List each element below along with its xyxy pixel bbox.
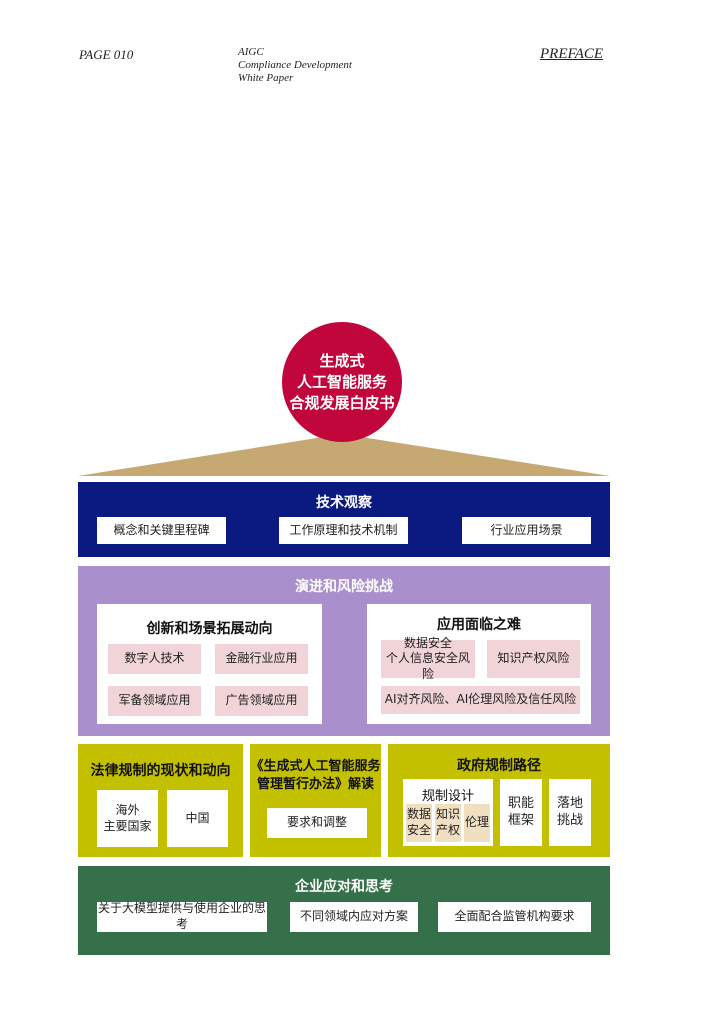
tech-title: 技术观察 xyxy=(316,495,372,511)
center-circle: 生成式 人工智能服务 合规发展白皮书 xyxy=(282,322,402,442)
law-line: 主要国家 xyxy=(103,818,152,833)
gov-line: 职能 xyxy=(507,795,534,811)
doc-title-line: Compliance Development xyxy=(238,59,352,71)
law-title: 法律规制的现状和动向 xyxy=(90,763,231,779)
innovation-title: 创新和场景拓展动向 xyxy=(146,621,273,637)
innovation-item: 金融行业应用 xyxy=(215,644,308,674)
challenge-line: 个人信息安全风险 xyxy=(385,651,470,681)
innovation-item: 军备领域应用 xyxy=(108,686,201,716)
doc-title-line: White Paper xyxy=(238,72,294,84)
gov-title: 政府规制路径 xyxy=(457,758,541,774)
doc-title: AIGC Compliance Development White Paper xyxy=(238,46,352,85)
challenge-item: 数据安全 个人信息安全风险 xyxy=(381,636,475,681)
challenge-line: 数据安全 xyxy=(403,635,452,650)
measures-section: 《生成式人工智能服务 管理暂行办法》解读 要求和调整 xyxy=(250,744,381,857)
enterprise-item: 关于大模型提供与使用企业的思考 xyxy=(97,901,267,932)
tech-item: 工作原理和技术机制 xyxy=(279,517,408,544)
gov-sub-line: 数据 xyxy=(406,807,431,822)
gov-line: 框架 xyxy=(507,812,534,828)
tech-item: 行业应用场景 xyxy=(462,517,591,544)
gov-sub-item: 数据 安全 xyxy=(406,804,432,842)
measures-title-line: 《生成式人工智能服务 xyxy=(250,759,381,774)
circle-line: 人工智能服务 xyxy=(296,372,387,391)
law-item: 中国 xyxy=(167,790,228,847)
gov-sub-line: 知识 xyxy=(435,807,460,822)
enterprise-item: 全面配合监管机构要求 xyxy=(438,902,591,932)
roof-triangle xyxy=(78,434,610,476)
gov-sub-item: 伦理 xyxy=(464,804,490,842)
gov-sub-line: 安全 xyxy=(406,823,431,837)
innovation-panel: 创新和场景拓展动向 数字人技术 金融行业应用 军备领域应用 广告领域应用 xyxy=(97,604,322,724)
gov-design-panel: 规制设计 数据 安全 知识 产权 伦理 xyxy=(403,779,493,846)
law-line: 海外 xyxy=(115,802,140,817)
circle-line: 合规发展白皮书 xyxy=(289,393,395,412)
law-item: 海外 主要国家 xyxy=(97,790,158,847)
gov-sub-item: 知识 产权 xyxy=(435,804,461,842)
challenges-panel: 应用面临之难 数据安全 个人信息安全风险 知识产权风险 AI对齐风险、AI伦理风… xyxy=(367,604,591,724)
gov-sub-line: 产权 xyxy=(435,823,460,837)
section-label: PREFACE xyxy=(540,46,604,62)
challenge-item: 知识产权风险 xyxy=(487,640,580,678)
tech-item: 概念和关键里程碑 xyxy=(97,517,226,544)
enterprise-title: 企业应对和思考 xyxy=(295,879,393,895)
gov-item: 落地 挑战 xyxy=(549,779,591,846)
challenge-item: AI对齐风险、AI伦理风险及信任风险 xyxy=(381,686,580,714)
challenges-title: 应用面临之难 xyxy=(437,617,521,633)
gov-line: 落地 xyxy=(556,795,583,811)
gov-line: 挑战 xyxy=(556,812,583,828)
doc-title-line: AIGC xyxy=(238,46,264,58)
measures-title-line: 管理暂行办法》解读 xyxy=(256,777,374,792)
enterprise-item: 不同领域内应对方案 xyxy=(290,902,418,932)
gov-section: 政府规制路径 规制设计 数据 安全 知识 产权 伦理 职能 框架 落地 挑战 xyxy=(388,744,610,857)
measures-item: 要求和调整 xyxy=(267,808,367,838)
evolution-title: 演进和风险挑战 xyxy=(295,579,393,595)
innovation-item: 数字人技术 xyxy=(108,644,201,674)
page-number: PAGE 010 xyxy=(79,47,134,62)
tech-section: 技术观察 概念和关键里程碑 工作原理和技术机制 行业应用场景 xyxy=(78,482,610,557)
measures-title: 《生成式人工智能服务 管理暂行办法》解读 xyxy=(250,758,381,794)
innovation-item: 广告领域应用 xyxy=(215,686,308,716)
gov-design-title: 规制设计 xyxy=(421,789,474,804)
enterprise-section: 企业应对和思考 关于大模型提供与使用企业的思考 不同领域内应对方案 全面配合监管… xyxy=(78,866,610,955)
law-section: 法律规制的现状和动向 海外 主要国家 中国 xyxy=(78,744,243,857)
gov-item: 职能 框架 xyxy=(500,779,542,846)
circle-line: 生成式 xyxy=(319,351,365,370)
evolution-section: 演进和风险挑战 创新和场景拓展动向 数字人技术 金融行业应用 军备领域应用 广告… xyxy=(78,566,610,736)
